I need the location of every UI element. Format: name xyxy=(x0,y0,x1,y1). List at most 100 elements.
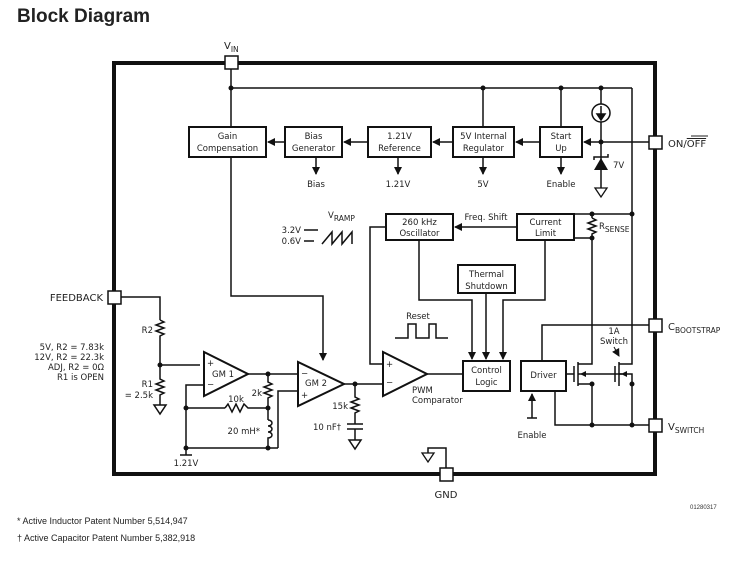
vramp-low: 0.6V xyxy=(282,237,302,247)
mosfet-arrow xyxy=(580,371,586,377)
zener-diode-icon xyxy=(593,154,609,199)
svg-text:ON/OFF: ON/OFF xyxy=(668,139,706,150)
pin-vswitch: VSWITCH xyxy=(648,418,704,435)
vin-rail xyxy=(230,69,633,320)
svg-text:Compensation: Compensation xyxy=(197,144,258,154)
r2-label: R2 xyxy=(142,326,153,336)
block-gain-compensation: Gain Compensation xyxy=(188,126,267,158)
svg-text:+: + xyxy=(207,359,214,369)
driver-wiring xyxy=(527,324,649,426)
svg-text:Reference: Reference xyxy=(378,144,421,154)
svg-text:+: + xyxy=(386,360,393,370)
vramp-waveform-icon xyxy=(304,229,353,247)
svg-text:ADJ, R2 = 0Ω: ADJ, R2 = 0Ω xyxy=(48,363,105,373)
svg-text:Limit: Limit xyxy=(535,229,557,239)
bias-output-label: Bias xyxy=(307,180,325,190)
rsense-label: RSENSE xyxy=(599,222,630,234)
top-chain-arrows xyxy=(267,138,653,175)
junction-dots xyxy=(228,85,604,145)
footnote-inductor: * Active Inductor Patent Number 5,514,94… xyxy=(17,516,188,526)
ref-121-label: 1.21V xyxy=(174,459,199,469)
svg-text:Comparator: Comparator xyxy=(412,396,463,406)
svg-text:Driver: Driver xyxy=(530,371,557,381)
svg-text:5V Internal: 5V Internal xyxy=(460,132,507,142)
svg-text:GM 1: GM 1 xyxy=(212,370,234,380)
5v-output-label: 5V xyxy=(477,180,488,190)
block-reference: 1.21V Reference xyxy=(367,126,432,158)
reset-label: Reset xyxy=(406,312,430,322)
vramp-label: VRAMP xyxy=(328,211,355,223)
pin-gnd: GND xyxy=(420,447,458,501)
svg-text:R1 is OPEN: R1 is OPEN xyxy=(57,373,104,383)
rsense-dots xyxy=(589,211,635,241)
svg-text:VIN: VIN xyxy=(224,41,239,54)
enable-output-label: Enable xyxy=(547,180,576,190)
r-10k-label: 10k xyxy=(228,395,244,405)
svg-text:Oscillator: Oscillator xyxy=(399,229,440,239)
svg-text:260 kHz: 260 kHz xyxy=(402,218,437,228)
r-2k-label: 2k xyxy=(252,389,262,399)
switch-pointer-arrow xyxy=(612,346,620,357)
gm2-amplifier: − + GM 2 xyxy=(297,360,347,408)
svg-text:Bias: Bias xyxy=(305,132,323,142)
svg-text:PWM: PWM xyxy=(412,386,433,396)
block-start-up: Start Up xyxy=(539,126,583,158)
ic-boundary xyxy=(112,61,657,476)
gain-comp-to-gm2 xyxy=(230,157,327,361)
r1-value: = 2.5k xyxy=(125,391,153,401)
block-thermal-shutdown: Thermal Shutdown xyxy=(457,264,516,294)
svg-text:Logic: Logic xyxy=(475,378,498,388)
reset-waveform-icon xyxy=(395,323,448,339)
feedback-divider xyxy=(121,296,200,416)
control-logic-inputs xyxy=(369,226,546,365)
svg-text:Start: Start xyxy=(551,132,572,142)
switch-label-1: 1A xyxy=(608,327,619,337)
svg-text:−: − xyxy=(386,378,393,388)
freq-shift-label: Freq. Shift xyxy=(465,213,509,223)
svg-text:+: + xyxy=(301,391,308,401)
block-driver: Driver xyxy=(520,360,567,392)
gm1-network xyxy=(180,373,298,456)
svg-text:Control: Control xyxy=(471,366,502,376)
divider-node xyxy=(157,362,163,368)
driver-enable-label: Enable xyxy=(518,431,547,441)
pin-vin: VIN xyxy=(224,41,239,70)
pwm-comparator: + − PWM Comparator xyxy=(382,350,463,406)
switch-label-2: Switch xyxy=(600,337,628,347)
pin-on-off: ON/OFF xyxy=(648,135,708,150)
r2-value-notes: 5V, R2 = 7.83k 12V, R2 = 22.3k ADJ, R2 =… xyxy=(34,343,104,383)
svg-text:12V, R2 = 22.3k: 12V, R2 = 22.3k xyxy=(34,353,104,363)
svg-text:Generator: Generator xyxy=(292,144,336,154)
gm1-amplifier: + − GM 1 xyxy=(203,350,251,398)
figure-id: 01280317 xyxy=(690,505,717,511)
svg-text:GM 2: GM 2 xyxy=(305,379,327,389)
svg-text:Thermal: Thermal xyxy=(468,270,504,280)
inductor-label: 20 mH* xyxy=(228,427,260,437)
gm2-output-network xyxy=(344,383,383,451)
svg-text:VSWITCH: VSWITCH xyxy=(668,422,704,435)
block-current-limit: Current Limit xyxy=(516,213,575,241)
mosfet-arrow xyxy=(621,371,627,377)
footnote-capacitor: † Active Capacitor Patent Number 5,382,9… xyxy=(17,533,196,543)
zener-label: 7V xyxy=(613,161,624,171)
page-title: Block Diagram xyxy=(17,6,151,27)
svg-text:5V, R2 = 7.83k: 5V, R2 = 7.83k xyxy=(40,343,104,353)
ref-output-label: 1.21V xyxy=(386,180,411,190)
block-bias-generator: Bias Generator xyxy=(284,126,343,158)
gm1-dots xyxy=(183,371,271,451)
pin-cbootstrap: CBOOTSTRAP xyxy=(648,318,721,335)
svg-text:1.21V: 1.21V xyxy=(387,132,412,142)
gm2-output-node xyxy=(352,381,358,387)
pin-feedback: FEEDBACK xyxy=(50,290,122,305)
cap-label: 10 nF† xyxy=(313,423,342,433)
svg-text:−: − xyxy=(301,369,308,379)
block-control-logic: Control Logic xyxy=(462,360,511,392)
block-oscillator: 260 kHz Oscillator xyxy=(385,213,454,241)
svg-text:Gain: Gain xyxy=(218,132,238,142)
svg-text:CBOOTSTRAP: CBOOTSTRAP xyxy=(668,322,721,335)
svg-text:GND: GND xyxy=(435,490,458,501)
current-source-icon xyxy=(591,103,611,162)
svg-text:Regulator: Regulator xyxy=(463,144,505,154)
mosfet-dots xyxy=(589,381,635,428)
